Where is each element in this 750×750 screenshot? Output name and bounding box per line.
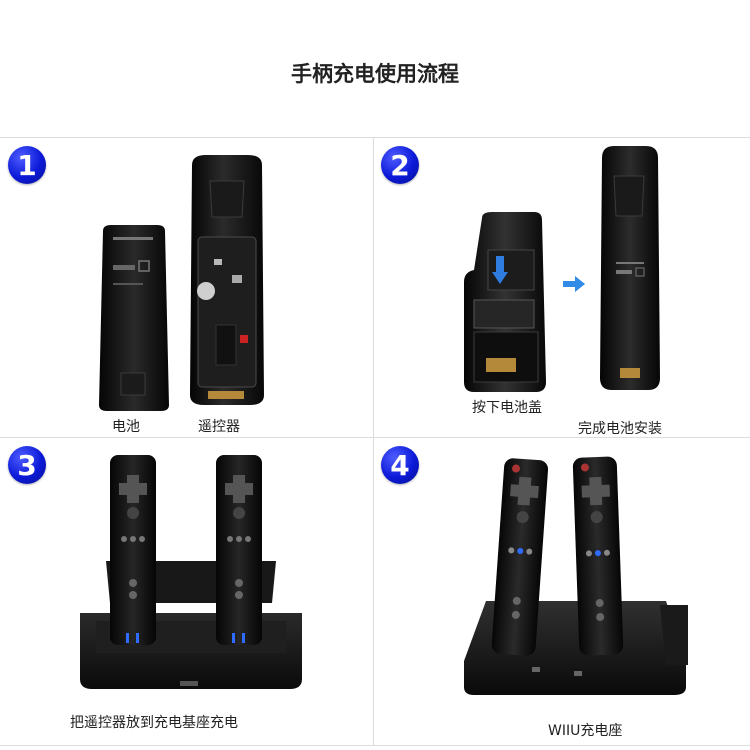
wiiu-charging-dock-image (464, 456, 688, 695)
step-number-badge: 4 (381, 446, 419, 484)
dual-charging-dock-image (80, 455, 302, 689)
caption-remote: 遥控器 (198, 419, 240, 435)
caption-press-cover: 按下电池盖 (472, 400, 542, 416)
grid-line-bottom (0, 745, 750, 746)
page-title: 手柄充电使用流程 (291, 62, 459, 86)
caption-wiiu-dock: WIIU充电座 (548, 723, 623, 739)
grid-line-center (373, 137, 374, 745)
caption-battery-installed: 完成电池安装 (578, 421, 662, 437)
step-number-badge: 2 (381, 146, 419, 184)
remote-controller-back-image (190, 155, 264, 405)
battery-pack-image (99, 225, 169, 411)
remote-assembled-image (600, 146, 660, 390)
grid-line-top (0, 137, 750, 138)
caption-battery: 电池 (112, 419, 140, 435)
remote-battery-cover-image (464, 212, 546, 392)
arrow-right-icon (563, 276, 585, 292)
grid-line-middle (0, 437, 750, 438)
step-number-badge: 1 (8, 146, 46, 184)
step-number-badge: 3 (8, 446, 46, 484)
caption-place-on-dock: 把遥控器放到充电基座充电 (70, 715, 238, 731)
